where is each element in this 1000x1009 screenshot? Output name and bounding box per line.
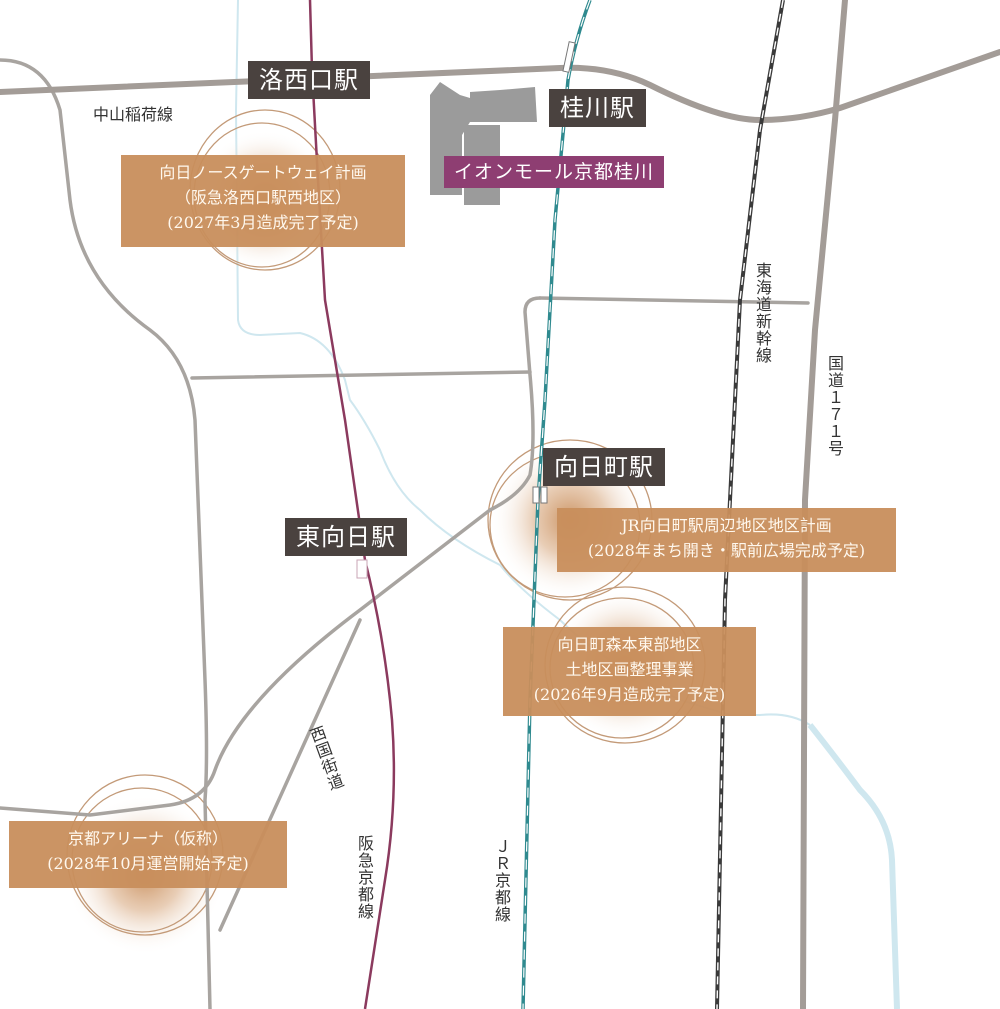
project-line: （阪急洛西口駅西地区） [174,188,351,207]
project-box-jr-mukomachi[interactable]: JR向日町駅周辺地区地区計画 (2028年まち開き・駅前広場完成予定) [557,508,896,572]
station-label-mukomachi[interactable]: 向日町駅 [543,448,665,486]
project-line: JR向日町駅周辺地区地区計画 [621,516,832,535]
project-box-kyoto-arena[interactable]: 京都アリーナ（仮称） (2028年10月運営開始予定) [9,821,287,888]
route-label-jr-kyoto: ＪＲ京都線 [492,838,511,923]
station-label-higashi-muko[interactable]: 東向日駅 [285,518,407,556]
project-line: (2028年まち開き・駅前広場完成予定) [587,541,866,560]
route-label-hankyu-kyoto: 阪急京都線 [355,835,374,920]
station-platforms [356,41,576,579]
project-line: (2028年10月運営開始予定) [47,854,249,873]
project-line: (2027年3月造成完了予定) [167,213,359,232]
project-line: (2026年9月造成完了予定) [533,685,726,704]
landmark-label-aeon-mall[interactable]: イオンモール京都桂川 [444,156,665,188]
project-line: 京都アリーナ（仮称） [67,829,228,848]
route-label-route-171: 国道１７１号 [825,355,844,457]
project-line: 向日町森本東部地区 [557,635,702,654]
project-box-morimoto-east[interactable]: 向日町森本東部地区 土地区画整理事業 (2026年9月造成完了予定) [503,627,756,716]
route-label-tokaido-shinkansen: 東海道新幹線 [753,262,772,364]
jr-line [521,0,592,1009]
station-label-katsuragawa[interactable]: 桂川駅 [549,89,646,127]
shinkansen-line [715,0,785,1009]
station-label-rakusaiguchi[interactable]: 洛西口駅 [248,61,370,99]
project-box-north-gateway[interactable]: 向日ノースゲートウェイ計画 （阪急洛西口駅西地区） (2027年3月造成完了予定… [121,155,405,247]
project-line: 向日ノースゲートウェイ計画 [159,163,367,182]
project-line: 土地区画整理事業 [565,660,694,679]
route-label-nakayama-inari: 中山稲荷線 [93,105,174,124]
hankyu-line [308,0,396,1009]
